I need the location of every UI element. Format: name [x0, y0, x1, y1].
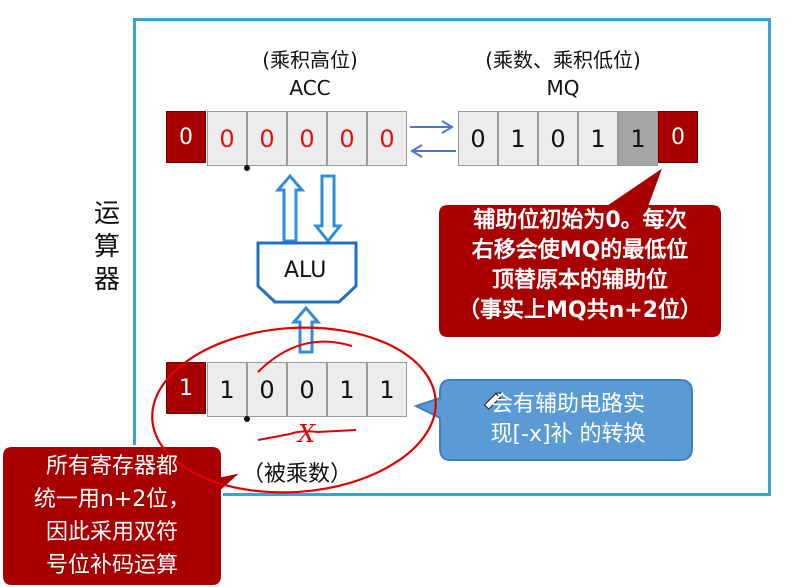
aux-callout-line: （事实上MQ共n+2位）: [458, 298, 702, 323]
x-binary-point: [244, 416, 250, 422]
aux-callout-line: 右移会使MQ的最低位: [471, 238, 689, 263]
mq-title: (乘数、乘积低位): [485, 48, 641, 72]
x-bit: 1: [367, 362, 407, 417]
acc-bit: 0: [287, 111, 327, 166]
acc-bit: 0: [367, 111, 407, 166]
acc-alu-arrows: [274, 173, 344, 354]
handdrawn-underline: [257, 429, 357, 441]
mq-bit: 0: [538, 111, 578, 166]
aux-callout-line: 辅助位初始为0。每次: [473, 208, 687, 233]
acc-bit: 0: [207, 111, 247, 166]
bits-callout-line: 所有寄存器都: [45, 454, 178, 479]
x-bit: 0: [287, 362, 327, 417]
mq-bit: 0: [458, 111, 498, 166]
acc-binary-point: [244, 165, 250, 171]
arrow-alu-to-acc: [274, 173, 306, 243]
acc-mq-arrows: [410, 120, 456, 158]
neg-callout-text: 会有辅助电路实 现[-x]补 的转换: [446, 390, 690, 450]
x-bit: 1: [327, 362, 367, 417]
arrow-acc-to-mq-head: [441, 120, 454, 134]
bits-callout-text: 所有寄存器都 统一用n+2位， 因此采用双符 号位补码运算: [6, 450, 218, 582]
acc-bit: 0: [327, 111, 367, 166]
alu-label: ALU: [284, 258, 327, 283]
mq-aux-bit: 0: [658, 111, 698, 163]
x-annotation: X: [298, 420, 316, 448]
aux-callout-bubble: [437, 163, 723, 339]
acc-name: ACC: [289, 76, 331, 100]
alu-shape: [256, 241, 358, 304]
arrow-acc-to-alu: [312, 174, 344, 244]
aux-callout-text: 辅助位初始为0。每次 右移会使MQ的最低位 顶替原本的辅助位 （事实上MQ共n+…: [448, 206, 712, 326]
acc-bit: 0: [247, 111, 287, 166]
bits-callout-bubble: [1, 445, 246, 587]
x-bit: 1: [207, 362, 247, 417]
side-label-char: 运: [93, 199, 120, 229]
aux-callout-line: 顶替原本的辅助位: [491, 268, 668, 293]
x-bit: 0: [247, 362, 287, 417]
multiplicand-label: （被乘数）: [242, 462, 353, 487]
neg-callout-bubble: [413, 379, 693, 461]
mq-name: MQ: [546, 76, 580, 100]
side-label-char: 算: [93, 232, 120, 262]
side-label-char: 器: [93, 265, 120, 295]
arrow-mq-to-acc-head: [410, 144, 423, 158]
neg-callout-line: 会有辅助电路实: [490, 392, 645, 417]
mq-bit: 1: [618, 111, 658, 166]
acc-sign-bit: 0: [166, 111, 206, 163]
handdrawn-circle: [151, 326, 437, 494]
bits-callout-line: 统一用n+2位，: [33, 487, 191, 512]
neg-callout-line: 现[-x]补 的转换: [490, 422, 646, 447]
bits-callout-line: 因此采用双符: [45, 520, 178, 545]
handdrawn-stroke: [257, 340, 353, 373]
arrow-x-to-alu: [290, 305, 322, 354]
bits-callout-line: 号位补码运算: [45, 553, 178, 578]
mq-bit: 1: [498, 111, 538, 166]
mq-bit: 1: [578, 111, 618, 166]
acc-title: (乘积高位): [262, 48, 358, 72]
side-label: 运 算 器: [92, 198, 122, 297]
pencil-icon: [483, 392, 502, 410]
